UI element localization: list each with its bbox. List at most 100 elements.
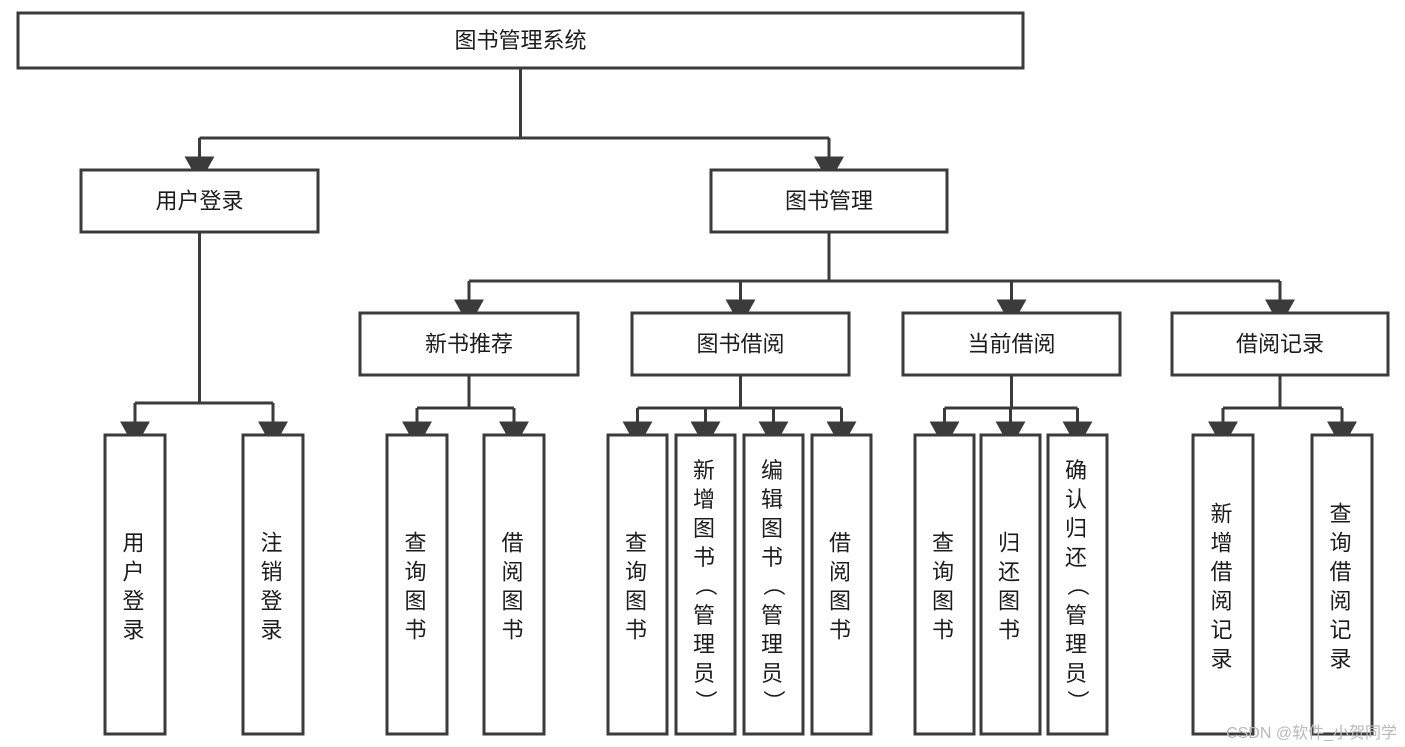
node-label: 图书管理 — [785, 189, 873, 214]
node-root[interactable]: 图书管理系统 — [16, 11, 1025, 70]
node-new-book-rec[interactable]: 新书推荐 — [358, 311, 580, 377]
node-box[interactable] — [1046, 433, 1109, 736]
node-label-char: 归 — [998, 531, 1023, 556]
node-label-char: 注 — [260, 531, 285, 556]
node-box[interactable] — [385, 433, 449, 736]
node-label-char: 记 — [1210, 618, 1235, 643]
node-box[interactable] — [810, 433, 873, 736]
node-label-char: 借 — [501, 531, 526, 556]
node-label-char: 询 — [625, 560, 650, 585]
node-label-char: 管 — [761, 603, 786, 628]
node-label-char: （ — [1065, 574, 1090, 599]
node-box[interactable] — [630, 311, 851, 377]
node-label: 当前借阅 — [967, 332, 1055, 357]
node-label-char: 管 — [1065, 603, 1090, 628]
node-label-char: 员 — [1065, 661, 1090, 686]
node-label-char: 图 — [761, 516, 786, 541]
node-book-manage[interactable]: 图书管理 — [709, 168, 949, 234]
node-label-char: 户 — [122, 560, 147, 585]
node-label-char: 还 — [998, 560, 1023, 585]
node-user-login[interactable]: 用户登录 — [79, 168, 320, 234]
node-label-char: 归 — [1065, 516, 1090, 541]
node-book-borrow[interactable]: 图书借阅 — [630, 311, 851, 377]
node-label-char: 借 — [829, 531, 854, 556]
node-box[interactable] — [742, 433, 805, 736]
node-label-char: 图 — [998, 589, 1023, 614]
node-label-char: 理 — [693, 632, 718, 657]
node-box[interactable] — [979, 433, 1042, 736]
node-box[interactable] — [901, 311, 1122, 377]
node-current-borrow[interactable]: 当前借阅 — [901, 311, 1122, 377]
node-box[interactable] — [79, 168, 320, 234]
node-box[interactable] — [1170, 311, 1390, 377]
node-box[interactable] — [1191, 433, 1255, 736]
node-label: 用户登录 — [155, 189, 243, 214]
node-label-char: 辑 — [761, 487, 786, 512]
node-label-char: 查 — [625, 531, 650, 556]
node-label-char: 录 — [1329, 647, 1354, 672]
node-label-char: 录 — [1210, 647, 1235, 672]
node-label-char: 用 — [122, 531, 147, 556]
node-label-char: 确 — [1065, 458, 1090, 483]
node-label-char: 借 — [1329, 560, 1354, 585]
node-label-char: ） — [693, 690, 718, 715]
node-label-char: 图 — [501, 589, 526, 614]
node-borrow-record[interactable]: 借阅记录 — [1170, 311, 1390, 377]
node-label-char: 图 — [829, 589, 854, 614]
node-box[interactable] — [482, 433, 546, 736]
node-label-char: 书 — [932, 618, 957, 643]
node-label-char: 录 — [260, 618, 285, 643]
node-label-char: 书 — [404, 618, 429, 643]
node-label-char: 新 — [1210, 502, 1235, 527]
node-label-char: 书 — [625, 618, 650, 643]
node-label-char: 询 — [1329, 531, 1354, 556]
node-label-char: 员 — [693, 661, 718, 686]
node-label-char: 借 — [1210, 560, 1235, 585]
node-label-char: 阅 — [1210, 589, 1235, 614]
node-label-char: 阅 — [501, 560, 526, 585]
node-leaf-user-login[interactable]: 用户登录 — [103, 433, 167, 736]
node-label-char: 理 — [1065, 632, 1090, 657]
node-label-char: 还 — [1065, 545, 1090, 570]
node-label-char: 登 — [122, 589, 147, 614]
node-box[interactable] — [103, 433, 167, 736]
node-box[interactable] — [16, 11, 1025, 70]
node-box[interactable] — [1310, 433, 1374, 736]
node-label-char: 查 — [932, 531, 957, 556]
node-label-char: 新 — [693, 458, 718, 483]
node-label-char: （ — [693, 574, 718, 599]
node-box[interactable] — [358, 311, 580, 377]
node-label-char: 询 — [404, 560, 429, 585]
node-label-char: 书 — [501, 618, 526, 643]
node-box[interactable] — [674, 433, 737, 736]
node-label-char: 书 — [829, 618, 854, 643]
node-label-char: 图 — [932, 589, 957, 614]
node-label-char: 查 — [404, 531, 429, 556]
node-box[interactable] — [709, 168, 949, 234]
node-label-char: 询 — [932, 560, 957, 585]
node-box[interactable] — [606, 433, 669, 736]
node-label-char: 认 — [1065, 487, 1090, 512]
node-label-char: 增 — [693, 487, 718, 512]
node-box[interactable] — [241, 433, 305, 736]
node-label: 借阅记录 — [1236, 332, 1324, 357]
node-label-char: 书 — [761, 545, 786, 570]
node-label-char: 员 — [761, 661, 786, 686]
node-label-char: ） — [761, 690, 786, 715]
node-box[interactable] — [913, 433, 976, 736]
node-label-char: 查 — [1329, 502, 1354, 527]
